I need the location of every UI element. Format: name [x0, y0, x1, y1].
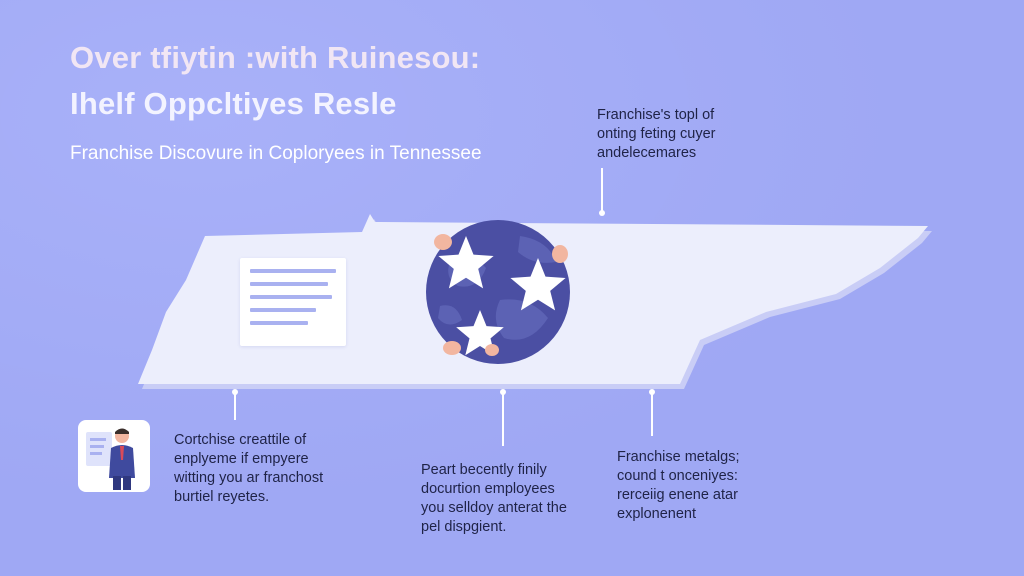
businessman-icon — [78, 420, 150, 492]
callout-line: Franchise metalgs; — [617, 449, 740, 465]
clipboard-line — [90, 445, 104, 448]
hand-icon-bottom-left — [443, 341, 461, 355]
person-leg — [113, 476, 121, 490]
callout-line: explonenent — [617, 506, 697, 522]
callout-line: rerceiig enene atar — [617, 487, 738, 503]
star-icon-left — [438, 236, 494, 289]
hand-icon-top-right — [552, 245, 568, 263]
callout-line: enplyeme if empyere — [174, 451, 309, 467]
clipboard-line — [90, 438, 106, 441]
callout-line: pel dispgient. — [421, 519, 507, 535]
callout-line: burtiel reyetes. — [174, 489, 270, 505]
callout-bottom-right: Franchise metalgs; cound t onceniyes: re… — [617, 448, 740, 524]
page-title-line-1: Over tfiytin :with Ruinesou: — [70, 40, 481, 75]
document-line — [250, 308, 316, 312]
globe-land-4 — [438, 305, 462, 325]
connector-bottom-left — [234, 392, 236, 420]
connector-dot — [649, 389, 655, 395]
document-line — [250, 295, 332, 299]
hand-icon-top-left — [434, 234, 452, 250]
callout-line: onting feting cuyer — [597, 126, 716, 142]
star-icon-right — [510, 258, 566, 311]
callout-line: docurtion employees — [421, 481, 555, 497]
page-subtitle: Franchise Discovure in Coploryees in Ten… — [70, 143, 482, 164]
connector-dot — [500, 389, 506, 395]
globe-land-2 — [495, 299, 548, 340]
document-icon — [240, 258, 346, 346]
callout-line: Peart becently finily — [421, 462, 547, 478]
callout-bottom-left: Cortchise creattile of enplyeme if empye… — [174, 431, 323, 507]
person-hair — [115, 428, 129, 434]
document-line — [250, 282, 328, 286]
connector-dot — [599, 210, 605, 216]
callout-line: Cortchise creattile of — [174, 432, 307, 448]
globe-land-3 — [518, 236, 556, 263]
businessman-illustration — [86, 428, 135, 490]
globe-with-stars-icon — [426, 220, 570, 364]
star-icon-bottom — [456, 310, 504, 356]
person-suit — [109, 445, 135, 478]
callout-line: cound t onceniyes: — [617, 468, 738, 484]
callout-line: andelecemares — [597, 145, 697, 161]
connector-bottom-right — [651, 392, 653, 436]
callout-top-right: Franchise's topl of onting feting cuyer … — [597, 106, 716, 163]
clipboard-shape — [86, 432, 112, 466]
callout-bottom-center: Peart becently finily docurtion employee… — [421, 461, 567, 537]
callout-line: you selldoy anterat the — [421, 500, 567, 516]
clipboard-line — [90, 452, 102, 455]
callout-line: witting you ar franchost — [174, 470, 324, 486]
person-tie — [120, 446, 124, 460]
document-line — [250, 269, 336, 273]
hand-icon-bottom-right — [485, 344, 499, 356]
page-title-line-2: Ihelf Oppcltiyes Resle — [70, 86, 397, 121]
document-line — [250, 321, 308, 325]
connector-bottom-center — [502, 392, 504, 446]
connector-top-right — [601, 168, 603, 214]
connector-dot — [232, 389, 238, 395]
person-leg — [123, 476, 131, 490]
callout-line: Franchise's topl of — [597, 107, 715, 123]
